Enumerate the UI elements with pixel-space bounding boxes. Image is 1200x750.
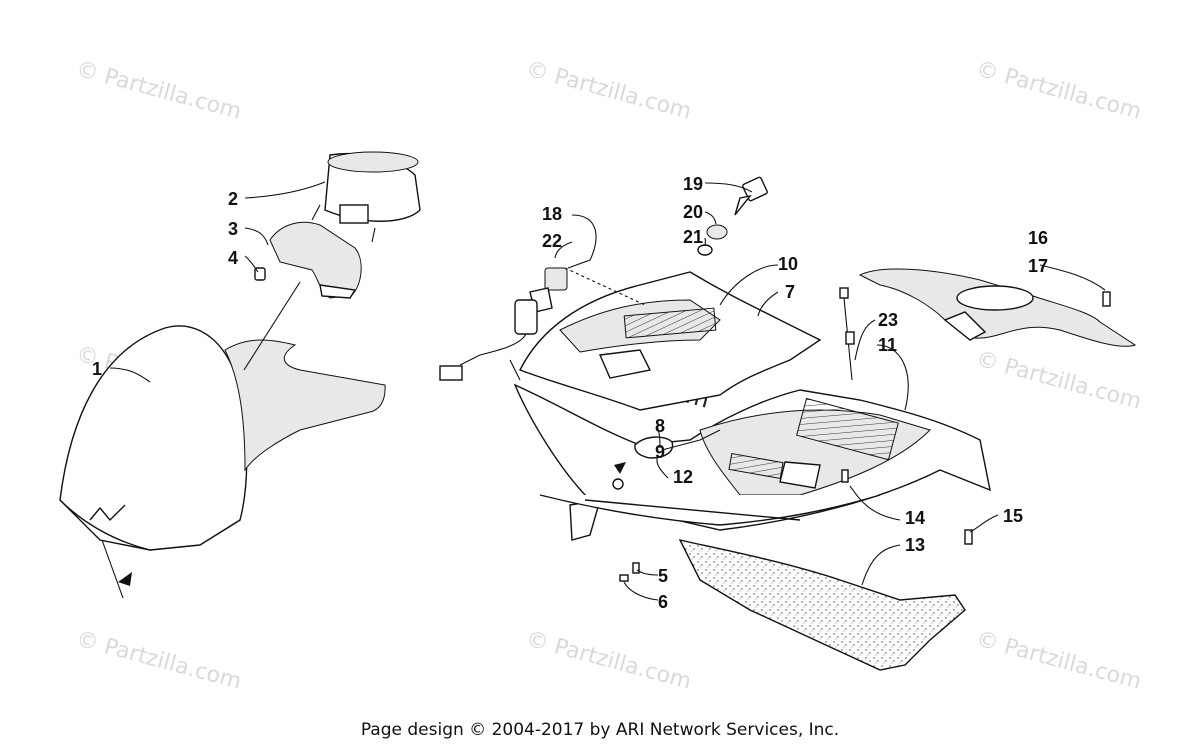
bolt-23 [839,287,855,381]
callout-11: 11 [878,335,897,355]
callout-13: 13 [905,535,925,555]
watermark: © Partzilla.com [973,57,1143,125]
watermark: © Partzilla.com [973,627,1143,695]
callout-7: 7 [785,282,795,302]
callout-5: 5 [658,566,668,586]
callout-16: 16 [1028,228,1048,248]
callout-4: 4 [228,248,238,268]
callout-22: 22 [542,231,562,251]
main-body-panel [509,271,991,541]
callout-14: 14 [905,508,925,528]
callout-6: 6 [658,592,668,612]
callout-1: 1 [92,359,102,379]
callouts-left [109,181,326,383]
callout-9: 9 [655,442,665,462]
washer-20 [706,224,728,240]
callout-17: 17 [1028,256,1048,276]
callout-23: 23 [878,310,898,330]
callout-20: 20 [683,202,703,222]
page-footer: Page design © 2004-2017 by ARI Network S… [360,720,840,740]
watermark: © Partzilla.com [73,627,243,695]
callout-15: 15 [1003,506,1023,526]
front-fender [59,325,386,599]
callout-10: 10 [778,254,798,274]
speedometer-bezel [269,221,362,299]
watermark: © Partzilla.com [73,57,243,125]
cap-12 [634,436,674,459]
watermark: © Partzilla.com [523,57,693,125]
callout-18: 18 [542,204,562,224]
seat-foam [678,538,966,671]
callout-19: 19 [683,174,703,194]
callout-12: 12 [673,467,693,487]
watermark: © Partzilla.com [523,627,693,695]
speedometer [311,151,421,243]
callout-2: 2 [228,189,238,209]
callouts-center [554,182,1106,601]
ignition-harness [439,267,646,381]
callout-8: 8 [655,416,665,436]
screws [612,462,973,582]
callout-3: 3 [228,219,238,239]
callout-21: 21 [683,227,703,247]
watermark: © Partzilla.com [973,347,1143,415]
side-cover [858,268,1137,347]
ignition-key [734,176,768,216]
